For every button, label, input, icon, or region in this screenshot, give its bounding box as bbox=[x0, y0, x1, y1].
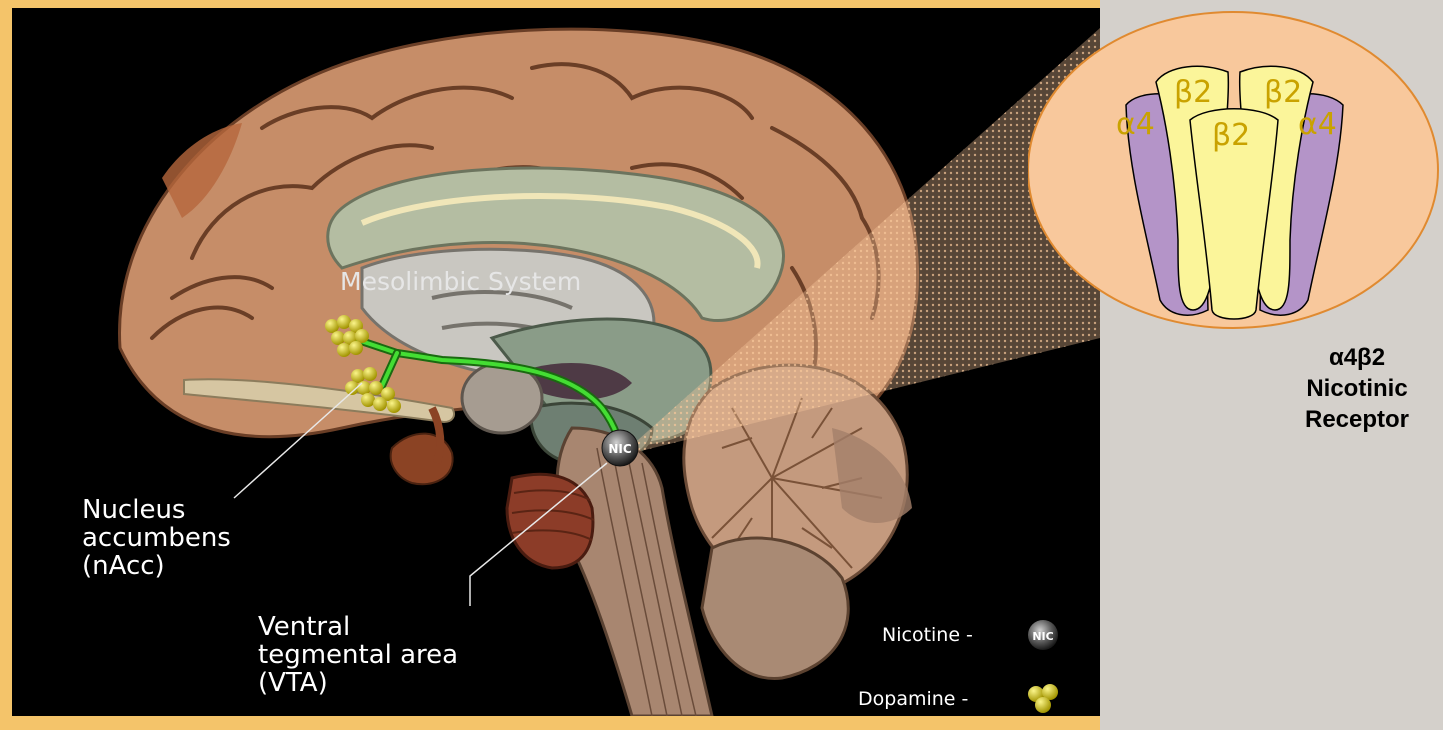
accent-strip-bottom bbox=[0, 716, 1100, 730]
midbrain-red bbox=[507, 474, 593, 568]
nacc-label: Nucleus accumbens (nAcc) bbox=[82, 496, 231, 580]
receptor-caption-line3: Receptor bbox=[1262, 404, 1443, 435]
beta2-label-center: β2 bbox=[1212, 118, 1250, 153]
receptor-caption-line1: α4β2 bbox=[1262, 342, 1443, 373]
nic-marker-label: NIC bbox=[608, 442, 632, 456]
beta2-label-top-right: β2 bbox=[1264, 75, 1302, 110]
mesolimbic-label: Mesolimbic System bbox=[340, 267, 581, 296]
alpha4-label-left: α4 bbox=[1116, 107, 1155, 142]
accent-strip-left bbox=[0, 0, 12, 730]
legend-dopamine-icon bbox=[1028, 684, 1058, 713]
alpha4-label-right: α4 bbox=[1298, 107, 1337, 142]
legend-nicotine-icon-text: NIC bbox=[1032, 630, 1053, 643]
vta-label: Ventral tegmental area (VTA) bbox=[258, 613, 458, 697]
beta2-label-top-left: β2 bbox=[1174, 75, 1212, 110]
legend-dopamine-label: Dopamine - bbox=[858, 688, 968, 710]
receptor-zoom: α4 β2 β2 β2 α4 bbox=[1028, 10, 1440, 340]
legend-nicotine-label: Nicotine - bbox=[882, 624, 973, 646]
accent-strip-top bbox=[0, 0, 1100, 8]
brain-illustration: NIC Mesolimbic System NIC bbox=[12, 8, 1100, 716]
brain-panel: NIC Mesolimbic System NIC Nucleus accumb… bbox=[12, 8, 1100, 716]
receptor-caption-line2: Nicotinic bbox=[1262, 373, 1443, 404]
receptor-caption: α4β2 Nicotinic Receptor bbox=[1262, 342, 1443, 435]
